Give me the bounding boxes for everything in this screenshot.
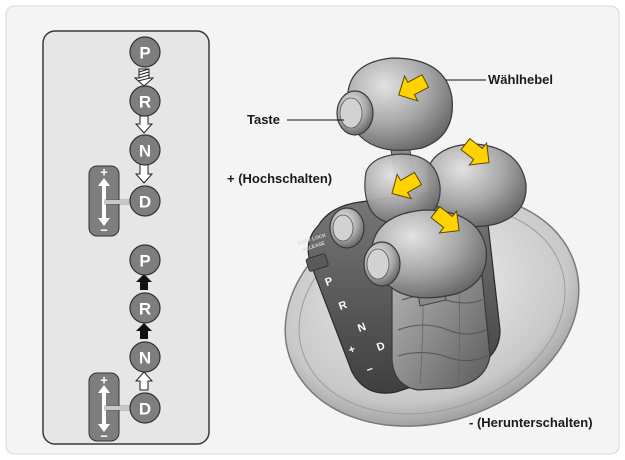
downshift-label: - (Herunterschalten) [469, 415, 593, 430]
minus-mark: − [100, 223, 108, 238]
lever-motion-arrows [391, 74, 490, 234]
gate-letter-r: R [337, 299, 349, 313]
plus-mark: + [100, 373, 108, 388]
position-n-label: N [139, 349, 151, 368]
lever-label: Wählhebel [488, 72, 554, 87]
position-r-circle [129, 292, 161, 324]
up-arrow-icon [134, 371, 154, 391]
shift-knob [371, 209, 488, 299]
up-arrow-icon [136, 323, 152, 339]
position-d-label: D [139, 400, 151, 419]
lever-middle-ghost [329, 153, 441, 249]
shifter-illustration: SHIFT LOCK RELEASE P R N D + − [284, 57, 580, 427]
position-p-circle [129, 36, 161, 68]
button-label: Taste [247, 112, 280, 127]
position-r-label: R [139, 300, 151, 319]
position-n-label: N [139, 142, 151, 161]
upshift-arrow-icon [391, 171, 423, 200]
upshift-label: + (Hochschalten) [227, 171, 333, 186]
position-d-label: D [139, 193, 151, 212]
downshift-arrow-icon [430, 205, 460, 234]
gate-letter-n: N [356, 321, 368, 335]
position-r-circle [129, 85, 161, 117]
gate-letter-plus: + [347, 343, 357, 356]
position-p-label: P [139, 44, 150, 63]
lever-main [363, 209, 488, 307]
down-arrow-icon [98, 424, 110, 432]
down-arrow-icon [98, 218, 110, 226]
position-d-circle [129, 392, 161, 424]
shift-pattern-panel [42, 30, 210, 445]
shift-lock-button [305, 253, 329, 272]
gate-letter-d: D [375, 340, 387, 354]
lock-arrow-icon [133, 68, 155, 87]
down-arrow-icon [134, 163, 154, 184]
shift-pattern-top: + − P R N D [88, 36, 161, 238]
position-d-circle [129, 185, 161, 217]
position-n-circle [129, 134, 161, 166]
gate-letter-p: P [323, 275, 334, 289]
up-arrow-icon [98, 178, 110, 186]
gate-letter-minus: − [365, 363, 375, 376]
up-arrow-icon [98, 385, 110, 393]
position-p-circle [129, 244, 161, 276]
position-p-label: P [139, 252, 150, 271]
position-r-label: R [139, 93, 151, 112]
arrow-icon [398, 74, 430, 102]
position-n-circle [129, 341, 161, 373]
down-arrow-icon [134, 115, 154, 134]
minus-mark: − [100, 429, 108, 444]
arrow-icon [460, 137, 490, 166]
plus-mark: + [100, 165, 108, 180]
up-arrow-icon [136, 274, 152, 290]
shift-pattern-bottom: + − P R N D [88, 244, 161, 444]
shift-knob [347, 57, 454, 151]
